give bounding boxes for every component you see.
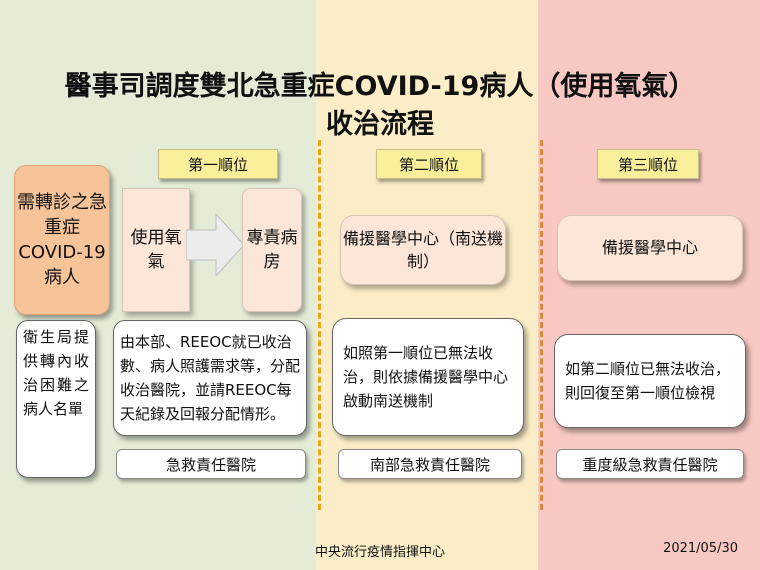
rank-first-label: 第一順位	[158, 149, 278, 179]
dedicated-ward-box: 專責病房	[242, 188, 302, 312]
southern-emergency-hospital-label: 南部急救責任醫院	[338, 449, 522, 479]
page-title-line1: 醫事司調度雙北急重症COVID-19病人（使用氧氣）	[64, 71, 696, 102]
third-rank-description: 如第二順位已無法收治，則回復至第一順位檢視	[554, 334, 746, 428]
column-divider-2	[540, 140, 543, 510]
health-bureau-description: 衛生局提供轉內收治困難之病人名單	[16, 320, 96, 478]
severe-emergency-hospital-label: 重度級急救責任醫院	[556, 449, 744, 479]
rank-second-label: 第二順位	[376, 149, 482, 179]
footer-organization: 中央流行疫情指揮中心	[314, 545, 445, 560]
backup-center-south-box: 備援醫學中心（南送機制）	[340, 215, 506, 285]
second-rank-description: 如照第一順位已無法收治，則依據備援醫學中心啟動南送機制	[332, 318, 524, 436]
footer-date: 2021/05/30	[663, 541, 738, 556]
patient-box: 需轉診之急重症COVID-19病人	[14, 165, 110, 315]
right-arrow-icon	[186, 214, 244, 276]
backup-center-box: 備援醫學中心	[557, 215, 743, 281]
page-title-line2: 收治流程	[326, 109, 434, 140]
emergency-hospital-label: 急救責任醫院	[116, 449, 306, 479]
first-rank-description: 由本部、REEOC就已收治數、病人照護需求等，分配收治醫院，並請REEOC每天紀…	[113, 320, 307, 436]
rank-third-label: 第三順位	[597, 149, 699, 179]
column-divider-1	[318, 140, 321, 510]
use-oxygen-box: 使用氧氣	[122, 188, 190, 312]
